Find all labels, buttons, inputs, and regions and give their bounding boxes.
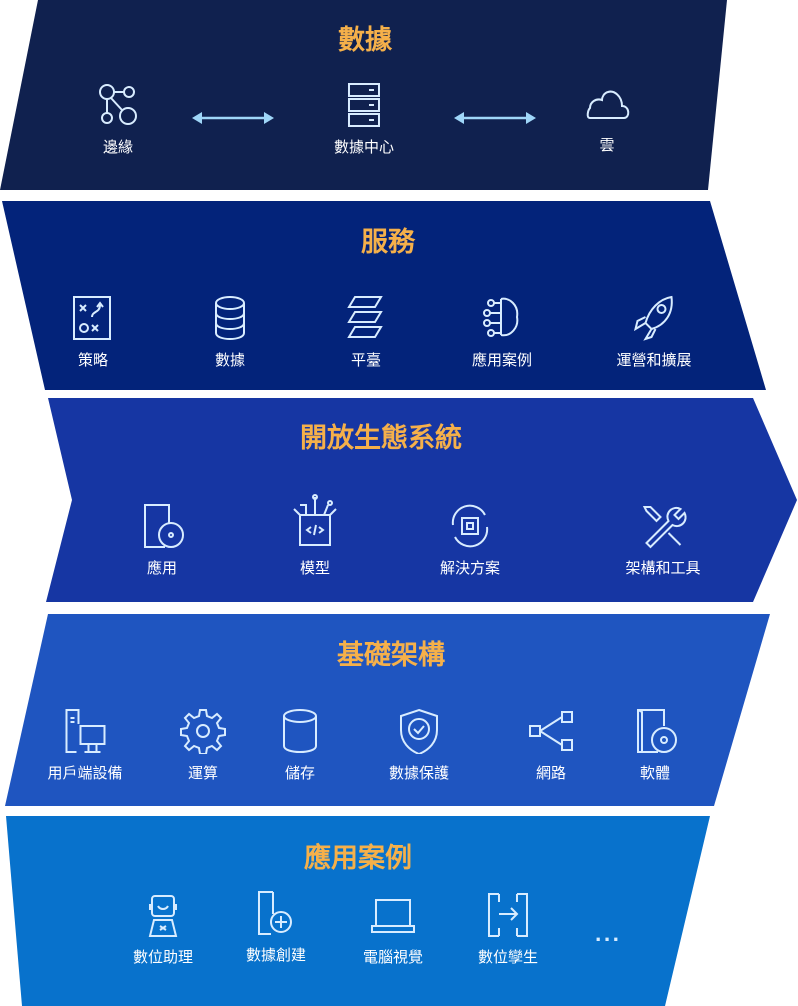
item-label: 策略 [77, 351, 108, 369]
document-plus-icon [257, 891, 292, 935]
item-edge: 邊緣 [95, 82, 141, 157]
item-strategy: 策略 [70, 295, 116, 370]
item-data-protection: 數據保護 [389, 708, 449, 783]
app-disc-icon [144, 504, 184, 548]
item-frameworks-tools: 架構和工具 [625, 503, 701, 578]
code-box-icon [293, 494, 337, 546]
item-label: 數據中心 [333, 138, 395, 156]
item-label: 數據保護 [388, 764, 450, 782]
item-cloud: 雲 [584, 80, 630, 155]
item-data-center: 數據中心 [334, 82, 394, 157]
item-digital-twin: 數位孿生 [478, 892, 538, 967]
software-disc-icon [637, 709, 677, 753]
item-label: 平臺 [350, 351, 381, 369]
band-infrastructure [5, 614, 770, 806]
layers-icon [347, 296, 383, 338]
item-storage: 儲存 [277, 708, 323, 783]
item-compute: 運算 [180, 708, 226, 783]
band-title-use-cases: 應用案例 [304, 843, 412, 874]
item-label: 用戶端設備 [47, 764, 123, 782]
item-label: 雲 [599, 136, 615, 154]
item-label: 運營和擴展 [616, 351, 692, 369]
bidirectional-arrow-icon [192, 112, 274, 124]
band-title-infrastructure: 基礎架構 [337, 640, 445, 671]
client-device-icon [64, 709, 105, 753]
item-label: 數位孿生 [477, 948, 539, 966]
laptop-icon [370, 899, 415, 933]
band-ecosystem [46, 398, 797, 602]
item-label: 應用 [146, 559, 177, 577]
item-operations: 運營和擴展 [616, 295, 692, 370]
shield-check-icon [399, 708, 438, 754]
item-data: 數據 [207, 295, 253, 370]
item-label: 軟體 [639, 764, 670, 782]
item-label: 數據創建 [245, 946, 307, 964]
item-label: 解決方案 [439, 559, 501, 577]
item-solutions: 解決方案 [440, 503, 500, 578]
item-label: 運算 [187, 764, 218, 782]
tools-icon [642, 506, 686, 549]
band-title-data: 數據 [338, 25, 392, 56]
edge-nodes-icon [99, 84, 137, 125]
band-title-services: 服務 [361, 227, 415, 258]
item-digital-assistant: 數位助理 [133, 892, 193, 967]
database-icon [215, 296, 245, 340]
item-label: 數據 [214, 351, 245, 369]
item-label: 應用案例 [471, 351, 533, 369]
storage-cylinder-icon [283, 709, 317, 753]
cloud-icon [586, 90, 630, 119]
brain-circuit-icon [482, 297, 519, 337]
item-apps: 應用 [139, 503, 185, 578]
item-label: 架構和工具 [625, 559, 701, 577]
item-label: 邊緣 [102, 138, 133, 156]
robot-icon [148, 895, 178, 937]
bidirectional-arrow-icon [454, 112, 536, 124]
band-use-cases [6, 816, 710, 1006]
item-network: 網路 [528, 708, 574, 783]
twin-arrow-icon [487, 893, 528, 937]
rocket-icon [633, 295, 673, 341]
band-services [2, 201, 766, 390]
server-icon [347, 83, 380, 127]
item-label: 網路 [535, 764, 566, 782]
chip-cycle-icon [451, 504, 489, 548]
network-icon [529, 711, 573, 751]
item-platform: 平臺 [343, 295, 389, 370]
item-label: 模型 [299, 559, 330, 577]
item-use-cases: 應用案例 [472, 295, 532, 370]
strategy-board-icon [73, 296, 111, 340]
item-label: 電腦視覺 [362, 948, 424, 966]
gear-icon [180, 709, 226, 754]
item-software: 軟體 [632, 708, 678, 783]
item-models: 模型 [292, 493, 338, 578]
item-label: 數位助理 [132, 948, 194, 966]
item-data-creation: 數據創建 [246, 890, 306, 965]
band-title-ecosystem: 開放生態系統 [300, 423, 462, 454]
item-computer-vision: 電腦視覺 [363, 892, 423, 967]
more-icon: ... [594, 925, 622, 946]
item-client-devices: 用戶端設備 [47, 708, 123, 783]
item-label: 儲存 [284, 764, 315, 782]
